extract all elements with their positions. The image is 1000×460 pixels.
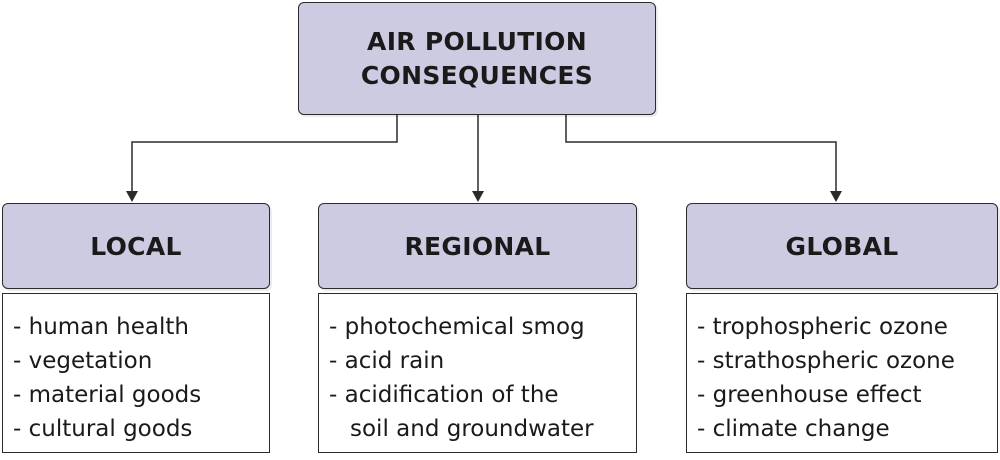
root-title-line1: AIR POLLUTION — [367, 26, 587, 56]
root-title-line2: CONSEQUENCES — [360, 60, 594, 90]
list-item: - acidification of the — [329, 382, 559, 408]
category-title: LOCAL — [90, 231, 182, 261]
category-global: GLOBAL — [686, 203, 998, 289]
list-item: - material goods — [13, 382, 202, 408]
list-item: - cultural goods — [13, 416, 193, 442]
category-title: REGIONAL — [404, 231, 551, 261]
list-item: soil and groundwater — [350, 416, 594, 442]
category-global-list: - trophospheric ozone - strathospheric o… — [686, 293, 998, 453]
category-local-list: - human health - vegetation - material g… — [2, 293, 270, 453]
list-item: - climate change — [697, 416, 890, 442]
category-regional: REGIONAL — [318, 203, 637, 289]
list-item: - photochemical smog — [329, 314, 585, 340]
root-node: AIR POLLUTION CONSEQUENCES — [298, 2, 656, 115]
list-item: - trophospheric ozone — [697, 314, 948, 340]
category-local: LOCAL — [2, 203, 270, 289]
category-title: GLOBAL — [785, 231, 899, 261]
list-item: - acid rain — [329, 348, 445, 374]
list-item: - greenhouse effect — [697, 382, 922, 408]
category-regional-list: - photochemical smog - acid rain - acidi… — [318, 293, 637, 453]
list-item: - human health — [13, 314, 189, 340]
list-item: - vegetation — [13, 348, 153, 374]
list-item: - strathospheric ozone — [697, 348, 955, 374]
